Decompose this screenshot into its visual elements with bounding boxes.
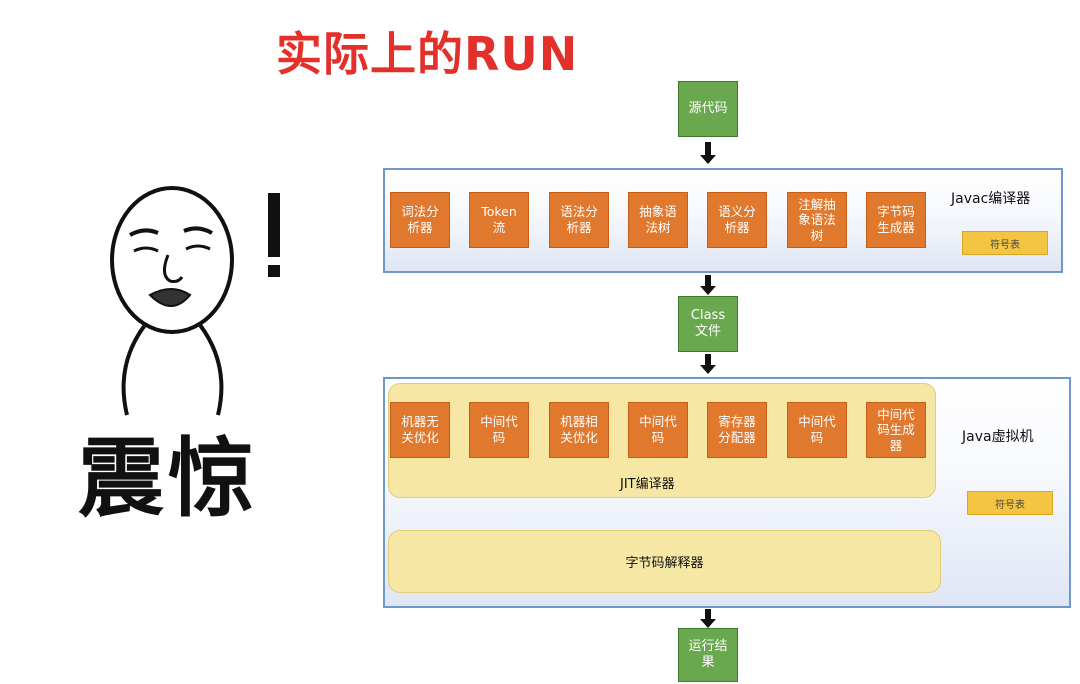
javac-step: Token 流 bbox=[469, 192, 529, 248]
jit-step: 中间代 码 bbox=[628, 402, 688, 458]
jit-step: 机器相 关优化 bbox=[549, 402, 609, 458]
jit-step: 机器无 关优化 bbox=[390, 402, 450, 458]
source-code-box: 源代码 bbox=[678, 81, 738, 137]
javac-step: 语法分 析器 bbox=[549, 192, 609, 248]
javac-step: 字节码 生成器 bbox=[866, 192, 926, 248]
interpreter-area: 字节码解释器 bbox=[388, 530, 941, 593]
jit-step: 中间代 码 bbox=[787, 402, 847, 458]
javac-label: Javac编译器 bbox=[951, 191, 1031, 207]
jit-step: 寄存器 分配器 bbox=[707, 402, 767, 458]
javac-step: 抽象语 法树 bbox=[628, 192, 688, 248]
javac-step: 注解抽 象语法 树 bbox=[787, 192, 847, 248]
jit-step: 中间代 码 bbox=[469, 402, 529, 458]
jvm-symbol-table: 符号表 bbox=[967, 491, 1053, 515]
javac-step: 语义分 析器 bbox=[707, 192, 767, 248]
jvm-label: Java虚拟机 bbox=[962, 429, 1034, 445]
javac-step: 词法分 析器 bbox=[390, 192, 450, 248]
page-title: 实际上的RUN bbox=[276, 27, 579, 81]
javac-symbol-table: 符号表 bbox=[962, 231, 1048, 255]
result-box: 运行结 果 bbox=[678, 628, 738, 682]
meme-caption: 震惊 bbox=[78, 429, 258, 529]
jit-step: 中间代 码生成 器 bbox=[866, 402, 926, 458]
shocked-face-meme bbox=[110, 186, 280, 416]
class-file-box: Class 文件 bbox=[678, 296, 738, 352]
jit-label: JIT编译器 bbox=[620, 477, 675, 492]
